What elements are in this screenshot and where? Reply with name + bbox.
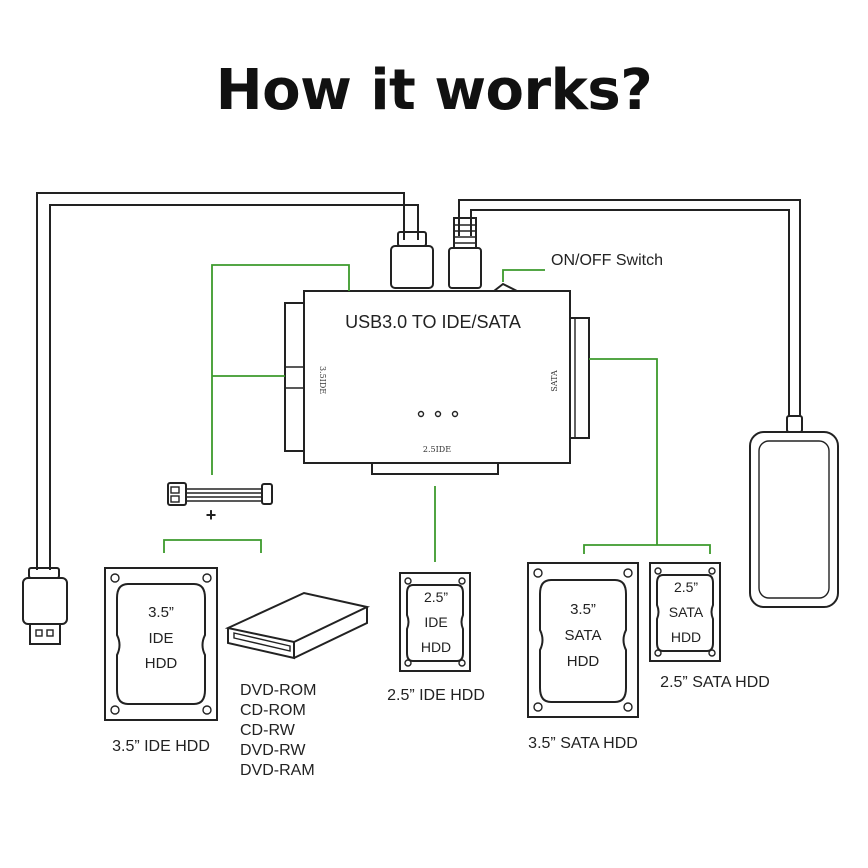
hdd-3-5-ide: 3.5” IDE HDD 3.5” IDE HDD <box>104 567 218 755</box>
hdd-label-line-2: IDE <box>148 630 173 647</box>
hdd-label-line-3: HDD <box>567 653 600 670</box>
optical-type-1: DVD-ROM <box>240 682 316 699</box>
hdd-caption: 3.5” IDE HDD <box>112 738 210 755</box>
connector-lines <box>163 264 711 562</box>
port-label-3-5ide: 3.5IDE <box>318 366 327 394</box>
molex-power-cable: + <box>167 482 273 525</box>
power-cable <box>448 199 839 608</box>
hdd-label-line-3: HDD <box>421 639 451 655</box>
hdd-label-line-2: IDE <box>424 614 447 630</box>
hdd-2-5-sata: 2.5” SATA HDD 2.5” SATA HDD <box>649 562 770 691</box>
hdd-label-line-1: 3.5” <box>148 604 174 621</box>
port-label-2-5ide: 2.5IDE <box>423 445 451 454</box>
hdd-3-5-sata: 3.5” SATA HDD 3.5” SATA HDD <box>527 562 639 752</box>
optical-drive: DVD-ROM CD-ROM CD-RW DVD-RW DVD-RAM <box>224 591 371 779</box>
switch-callout: ON/OFF Switch <box>502 252 663 282</box>
hdd-label-line-1: 3.5” <box>570 601 596 618</box>
hdd-label-line-1: 2.5” <box>424 589 448 605</box>
hdd-label-line-3: HDD <box>145 655 178 672</box>
power-plus-sign: + <box>206 505 217 525</box>
usb-cable <box>22 192 434 645</box>
hdd-label-line-2: SATA <box>565 627 602 644</box>
hdd-caption: 2.5” SATA HDD <box>660 674 770 691</box>
hdd-label-line-2: SATA <box>669 604 704 620</box>
hdd-caption: 3.5” SATA HDD <box>528 735 638 752</box>
hdd-caption: 2.5” IDE HDD <box>387 687 485 704</box>
optical-type-3: CD-RW <box>240 722 296 739</box>
switch-label: ON/OFF Switch <box>551 252 663 269</box>
hdd-label-line-1: 2.5” <box>674 579 698 595</box>
adapter-box: USB3.0 TO IDE/SATA 3.5IDE SATA 2.5IDE <box>284 282 590 475</box>
port-label-sata: SATA <box>550 370 559 392</box>
switch-leader-line <box>502 269 545 282</box>
hdd-label-line-3: HDD <box>671 629 701 645</box>
optical-type-2: CD-ROM <box>240 702 306 719</box>
adapter-name: USB3.0 TO IDE/SATA <box>345 312 521 332</box>
hdd-2-5-ide: 2.5” IDE HDD 2.5” IDE HDD <box>387 572 485 704</box>
optical-type-4: DVD-RW <box>240 742 306 759</box>
optical-type-5: DVD-RAM <box>240 762 315 779</box>
page-title: How it works? <box>215 58 653 123</box>
